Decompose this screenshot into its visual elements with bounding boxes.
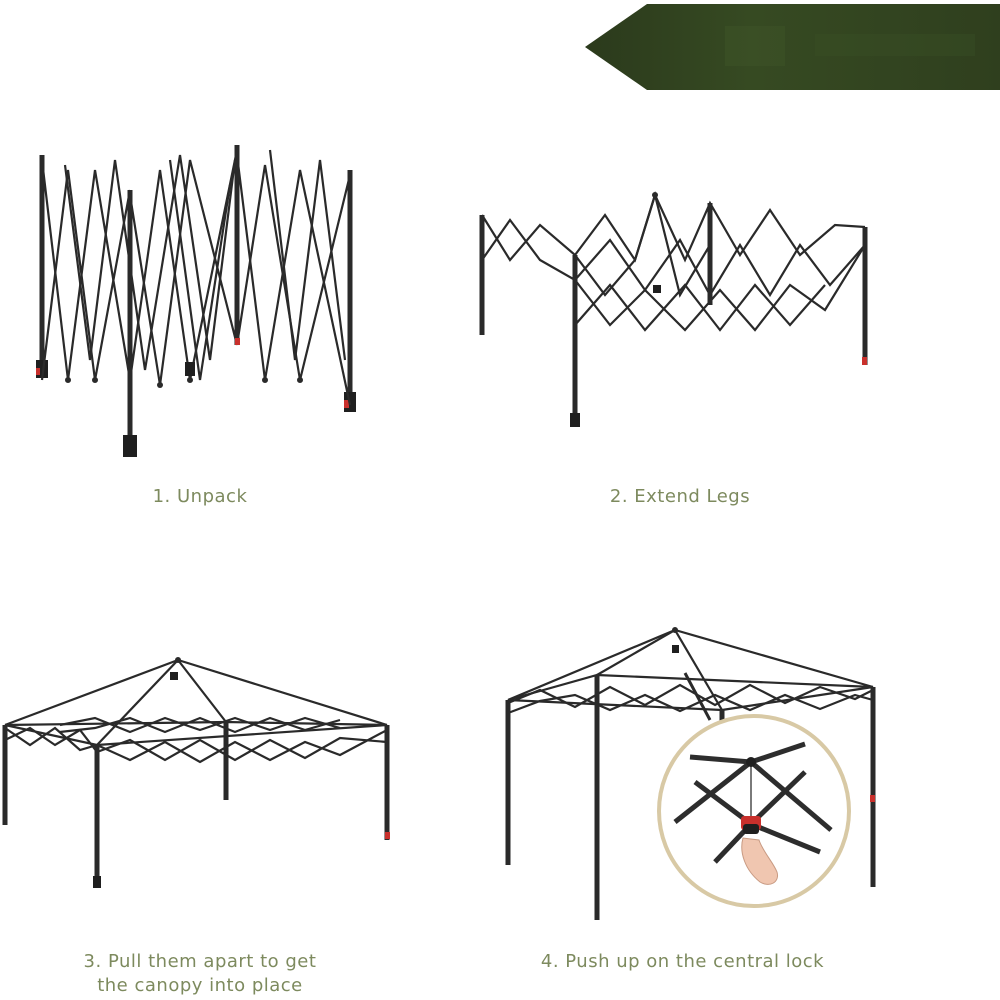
step-1-illustration (20, 130, 380, 470)
step-4-illustration (500, 625, 890, 925)
header-banner (585, 4, 1000, 90)
step-4-caption: 4. Push up on the central lock (540, 951, 825, 972)
step-2-caption: 2. Extend Legs (609, 486, 751, 507)
step-2-illustration (470, 185, 880, 435)
central-lock-inset (655, 712, 853, 910)
step-3-caption: 3. Pull them apart to get the canopy int… (83, 951, 317, 996)
step-1-caption: 1. Unpack (152, 486, 248, 507)
step-3-illustration (0, 650, 395, 895)
